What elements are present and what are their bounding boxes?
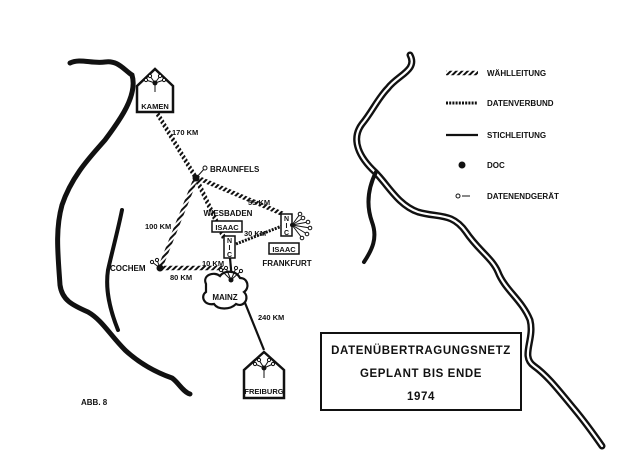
freiburg-label: FREIBURG <box>244 387 283 396</box>
link-wiesbaden-frankfurt <box>235 224 283 246</box>
wiesbaden-node: WIESBADEN ISAAC N I C <box>204 209 253 259</box>
link-cochem-braunfels <box>157 177 199 269</box>
legend-doc-symbol <box>458 161 466 169</box>
legend-stichleitung-label: STICHLEITUNG <box>487 131 546 140</box>
legend-waehlleitung-label: WÄHLLEITUNG <box>487 69 546 78</box>
wiesbaden-label: WIESBADEN <box>204 209 253 218</box>
legend: WÄHLLEITUNG DATENVERBUND STICHLEITUNG DO… <box>446 69 559 201</box>
freiburg-node: FREIBURG <box>242 350 286 400</box>
isaac-wiesbaden-label: ISAAC <box>215 223 239 232</box>
nic-frankfurt-n: N <box>284 216 289 223</box>
cochem-label: COCHEM <box>110 264 146 273</box>
nic-wiesbaden-n: N <box>227 238 232 245</box>
distance-mainz-freiburg: 240 KM <box>258 313 284 322</box>
legend-datenendgeraet-label: DATENENDGERÄT <box>487 192 559 201</box>
title-line-1: DATENÜBERTRAGUNGSNETZ <box>331 345 511 357</box>
title-line-3: 1974 <box>407 391 435 403</box>
frankfurt-terminals <box>291 213 311 239</box>
title-box: DATENÜBERTRAGUNGSNETZ GEPLANT BIS ENDE 1… <box>320 332 522 411</box>
braunfels-node: BRAUNFELS <box>192 165 260 182</box>
distance-wiesbaden-frankfurt: 30 KM <box>244 229 266 238</box>
title-line-2: GEPLANT BIS ENDE <box>359 368 483 380</box>
mainz-node: MAINZ <box>202 265 249 310</box>
nic-wiesbaden-i: I <box>229 245 231 252</box>
nic-frankfurt-i: I <box>286 223 288 230</box>
distance-cochem-mainz: 80 KM <box>170 273 192 282</box>
distance-kamen-braunfels: 170 KM <box>172 128 198 137</box>
distance-braunfels-frankfurt: 55 KM <box>248 198 270 207</box>
link-kamen-braunfels <box>155 111 198 180</box>
nic-wiesbaden-c: C <box>227 252 232 259</box>
legend-doc-label: DOC <box>487 161 505 170</box>
cochem-node: COCHEM <box>110 257 164 273</box>
kamen-node: KAMEN <box>135 67 175 114</box>
braunfels-label: BRAUNFELS <box>210 165 260 174</box>
figure-label: ABB. 8 <box>81 398 108 407</box>
legend-datenendgeraet-symbol <box>455 193 461 199</box>
isaac-frankfurt-label: ISAAC <box>272 245 296 254</box>
link-braunfels-frankfurt <box>197 175 284 217</box>
main-tributary <box>362 170 378 264</box>
kamen-label: KAMEN <box>141 102 169 111</box>
nic-frankfurt-c: C <box>284 230 289 237</box>
distance-cochem-braunfels: 100 KM <box>145 222 171 231</box>
frankfurt-node: N I C ISAAC FRANKFURT <box>262 211 313 268</box>
main-river-inner <box>355 53 604 448</box>
distance-wiesbaden-mainz: 10 KM <box>202 259 224 268</box>
mainz-label: MAINZ <box>212 293 237 302</box>
rhine-river <box>55 58 193 397</box>
frankfurt-label: FRANKFURT <box>262 259 311 268</box>
legend-datenverbund-label: DATENVERBUND <box>487 99 554 108</box>
rhine-branch <box>105 208 124 332</box>
